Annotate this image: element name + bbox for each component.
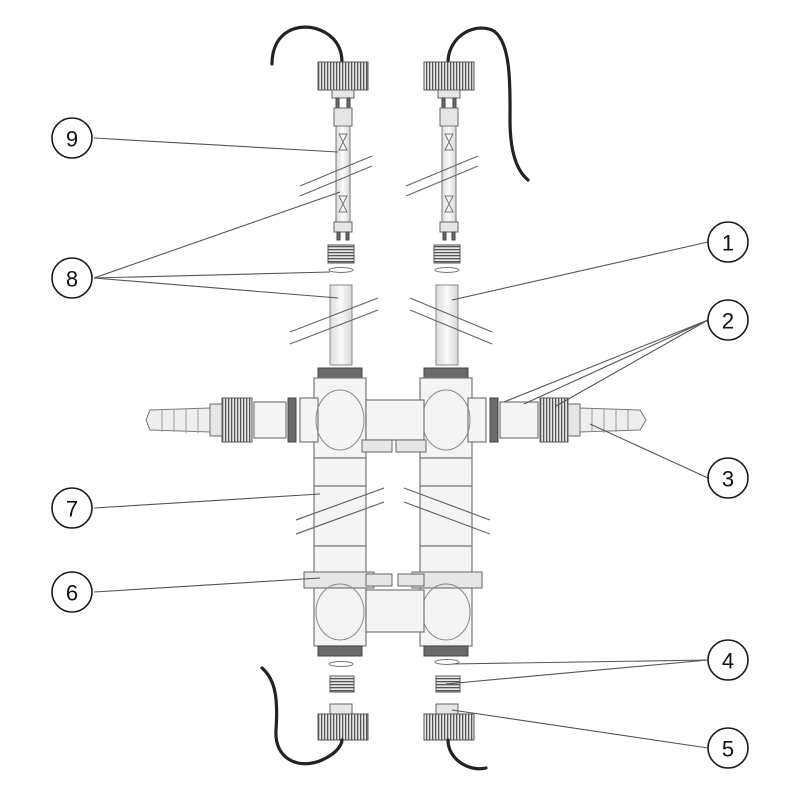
- callout-1: 1: [707, 221, 749, 263]
- leader-lines: [93, 137, 709, 749]
- right-top-lamp-connector: [423, 61, 475, 109]
- left-bottom-cap: [317, 703, 369, 741]
- left-quartz-tube: [329, 284, 353, 366]
- right-top-cable: [446, 26, 530, 182]
- left-o-ring-upper: [328, 267, 354, 273]
- left-thread-ring: [327, 244, 355, 264]
- lower-coupling: [365, 573, 425, 633]
- right-uv-lamp: [439, 107, 459, 241]
- callout-6: 6: [51, 571, 93, 613]
- right-upper-housing: [419, 367, 487, 487]
- callout-5-label: 5: [722, 737, 734, 762]
- left-top-lamp-connector: [317, 61, 369, 109]
- callout-1-label: 1: [722, 231, 734, 256]
- left-lamp-break: [299, 155, 373, 197]
- left-o-ring-lower: [328, 661, 354, 667]
- left-lower-housing: [303, 545, 375, 657]
- callout-8-label: 8: [66, 267, 78, 292]
- right-lamp-break: [405, 155, 479, 197]
- left-bottom-thread-ring: [329, 675, 355, 693]
- callout-7-label: 7: [66, 497, 78, 522]
- right-main-housing: [419, 485, 473, 547]
- left-main-housing: [313, 485, 367, 547]
- callout-9: 9: [51, 117, 93, 159]
- callout-9-label: 9: [66, 127, 78, 152]
- right-bottom-cap: [423, 703, 475, 741]
- callout-4: 4: [707, 639, 749, 681]
- callout-5: 5: [707, 727, 749, 769]
- callout-2-label: 2: [722, 309, 734, 334]
- left-hose-inlet: [145, 397, 297, 443]
- left-top-cable: [270, 25, 344, 66]
- callout-6-label: 6: [66, 581, 78, 606]
- left-upper-housing: [299, 367, 367, 487]
- left-housing-break: [295, 487, 385, 535]
- left-bottom-cable: [260, 666, 344, 766]
- left-quartz-break: [289, 297, 379, 345]
- callout-4-label: 4: [722, 649, 734, 674]
- callout-3-label: 3: [722, 467, 734, 492]
- right-housing-break: [403, 487, 491, 535]
- right-bottom-cable: [446, 738, 488, 771]
- right-o-ring-upper: [434, 267, 460, 273]
- right-quartz-break: [409, 297, 493, 345]
- callout-2: 2: [707, 299, 749, 341]
- right-lower-housing: [411, 545, 483, 657]
- callout-3: 3: [707, 457, 749, 499]
- right-thread-ring: [433, 244, 461, 264]
- right-hose-inlet: [489, 397, 647, 443]
- callout-8: 8: [51, 257, 93, 299]
- left-uv-lamp: [333, 107, 353, 241]
- right-o-ring-lower: [434, 659, 460, 665]
- callout-7: 7: [51, 487, 93, 529]
- upper-coupling: [361, 399, 427, 453]
